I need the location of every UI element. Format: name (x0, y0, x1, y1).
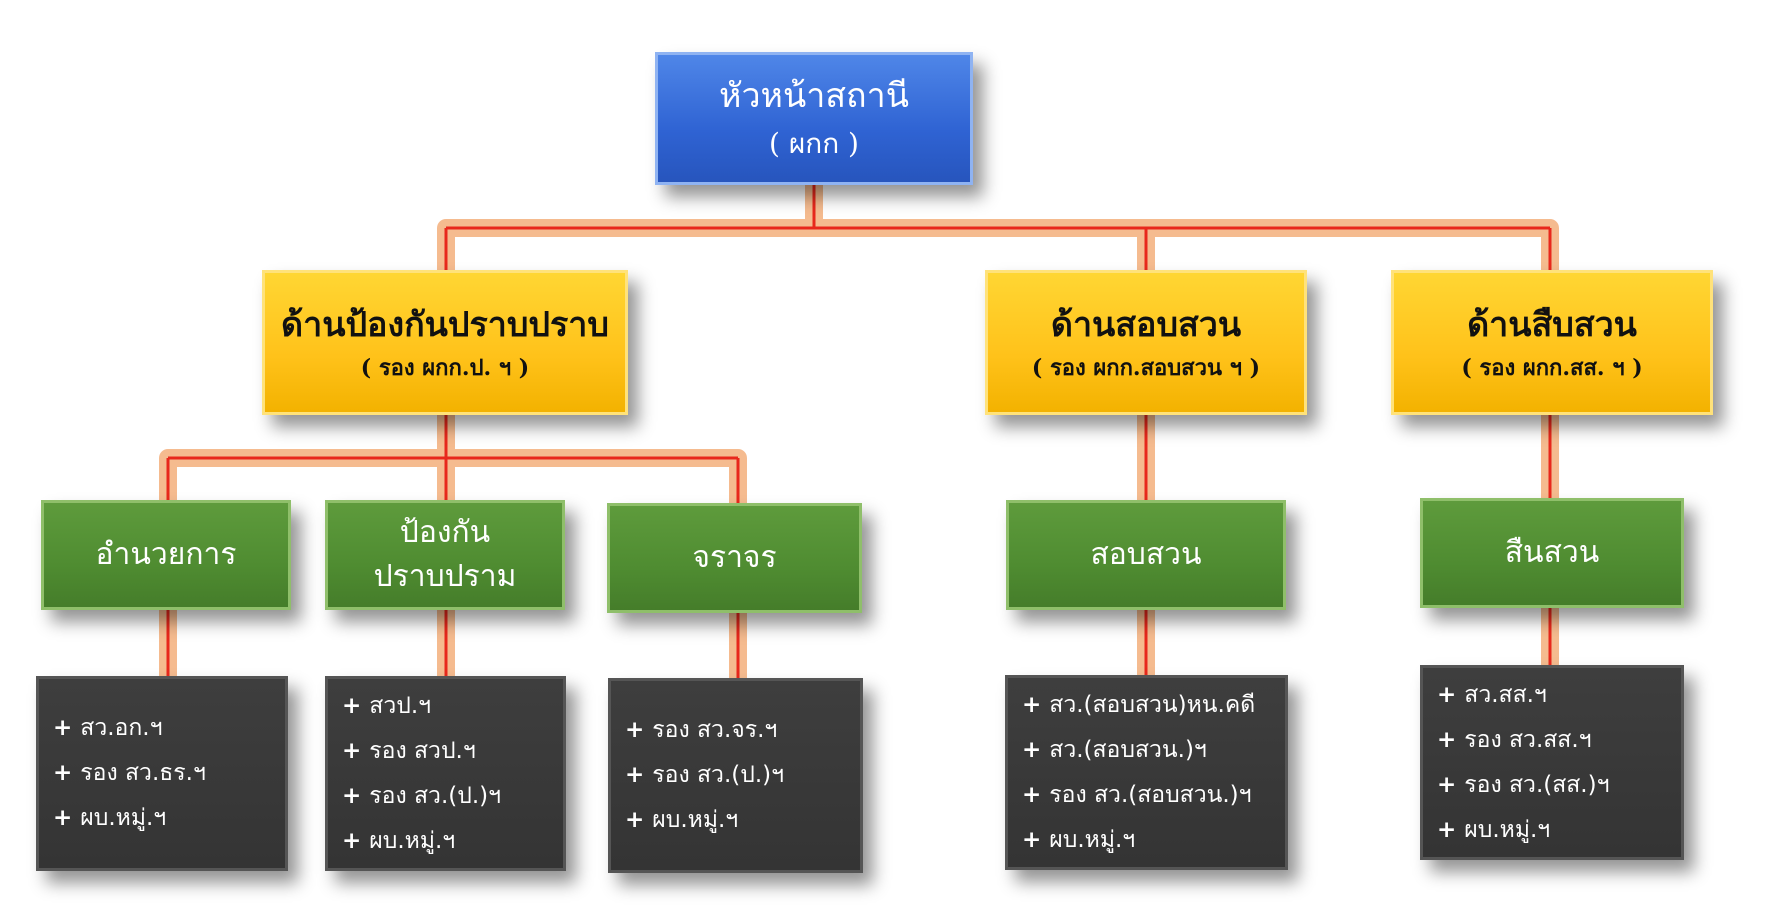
staff-item: ผบ.หมู่.ฯ (342, 819, 455, 864)
staff-item: สว.อก.ฯ (53, 706, 162, 751)
staff-list-investigation: สว.สส.ฯ รอง สว.สส.ฯ รอง สว.(สส.)ฯ ผบ.หมู… (1420, 665, 1684, 860)
staff-item: สวป.ฯ (342, 684, 431, 729)
head-subtitle: ( ผกก ) (769, 126, 859, 160)
division-investigation-box: ด้านสืบสวน ( รอง ผกก.สส. ฯ ) (1391, 270, 1713, 415)
staff-item: ผบ.หมู่.ฯ (1022, 818, 1135, 863)
unit-name: สืนสวน (1504, 535, 1600, 570)
unit-name: อำนวยการ (95, 537, 237, 572)
division-prevention-box: ด้านป้องกันปราบปราบ ( รอง ผกก.ป. ฯ ) (262, 270, 628, 415)
staff-item: ผบ.หมู่.ฯ (625, 798, 738, 843)
division-subtitle: ( รอง ผกก.ป. ฯ ) (360, 354, 530, 381)
staff-item: รอง สว.(สอบสวน.)ฯ (1022, 773, 1251, 818)
staff-item: ผบ.หมู่.ฯ (1437, 808, 1550, 853)
staff-item: สว.(สอบสวน.)ฯ (1022, 728, 1207, 773)
staff-list-administration: สว.อก.ฯ รอง สว.ธร.ฯ ผบ.หมู่.ฯ (36, 676, 288, 871)
prevention-units-connector (159, 406, 747, 512)
staff-list-inquiry: สว.(สอบสวน)หน.คดี สว.(สอบสวน.)ฯ รอง สว.(… (1005, 675, 1288, 870)
division-title: ด้านสืบสวน (1467, 304, 1637, 345)
staff-list-traffic: รอง สว.จร.ฯ รอง สว.(ป.)ฯ ผบ.หมู่.ฯ (608, 678, 863, 873)
staff-item: รอง สว.(ป.)ฯ (625, 753, 784, 798)
unit-name-line2: ปราบปราม (373, 559, 517, 594)
division-title: ด้านสอบสวน (1050, 304, 1242, 345)
staff-item: สว.สส.ฯ (1437, 673, 1547, 718)
division-inquiry-box: ด้านสอบสวน ( รอง ผกก.สอบสวน ฯ ) (985, 270, 1307, 415)
division-title: ด้านป้องกันปราบปราบ (281, 304, 609, 345)
unit-name-line1: ป้องกัน (399, 515, 491, 550)
division-subtitle: ( รอง ผกก.สส. ฯ ) (1461, 354, 1643, 381)
division-subtitle: ( รอง ผกก.สอบสวน ฯ ) (1031, 354, 1261, 381)
staff-item: รอง สว.จร.ฯ (625, 708, 777, 753)
staff-list-prevention-suppression: สวป.ฯ รอง สวป.ฯ รอง สว.(ป.)ฯ ผบ.หมู่.ฯ (325, 676, 566, 871)
unit-administration-box: อำนวยการ (41, 500, 291, 610)
staff-item: ผบ.หมู่.ฯ (53, 796, 166, 841)
head-title: หัวหน้าสถานี (719, 75, 909, 116)
staff-item: รอง สวป.ฯ (342, 729, 476, 774)
unit-name: สอบสวน (1090, 537, 1202, 572)
staff-item: รอง สว.(ป.)ฯ (342, 774, 501, 819)
staff-item: รอง สว.สส.ฯ (1437, 718, 1591, 763)
staff-item: สว.(สอบสวน)หน.คดี (1022, 683, 1255, 728)
unit-traffic-box: จราจร (607, 503, 862, 613)
unit-inquiry-box: สอบสวน (1006, 500, 1286, 610)
head-connector (437, 176, 1559, 279)
unit-name: จราจร (692, 540, 777, 575)
unit-investigation-box: สืนสวน (1420, 498, 1684, 608)
staff-item: รอง สว.ธร.ฯ (53, 751, 206, 796)
head-box: หัวหน้าสถานี ( ผกก ) (655, 52, 973, 185)
staff-item: รอง สว.(สส.)ฯ (1437, 763, 1609, 808)
unit-prevention-suppression-box: ป้องกัน ปราบปราม (325, 500, 565, 610)
